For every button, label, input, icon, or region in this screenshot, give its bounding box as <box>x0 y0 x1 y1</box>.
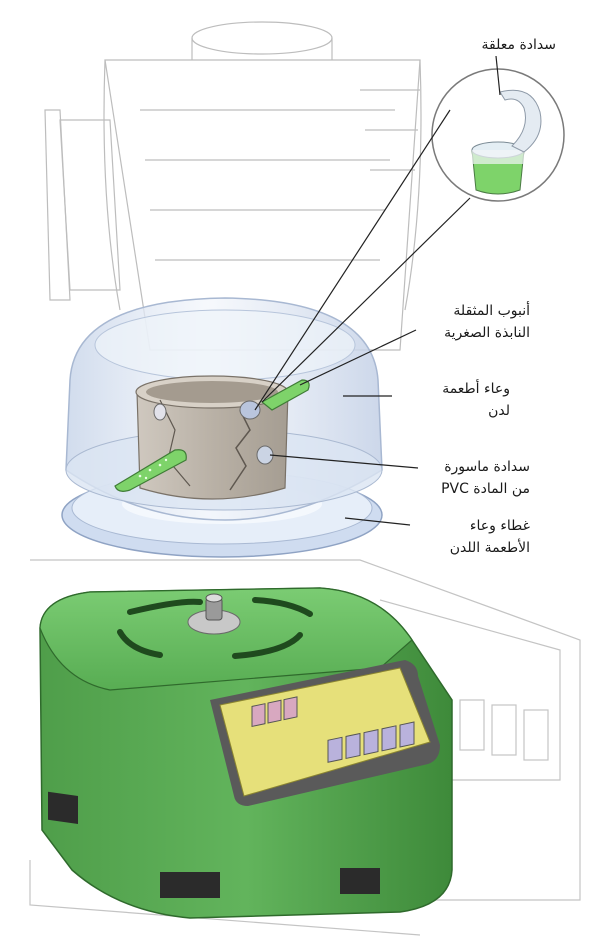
green-blender-base <box>39 587 453 919</box>
label-container-lid-line2: الأطعمة اللدن <box>449 540 530 556</box>
label-snap-cap-text: سدادة معلقة <box>481 37 556 53</box>
label-pvc-plug-line2: من المادة PVC <box>441 481 530 497</box>
label-pvc-plug-line1: سدادة ماسورة <box>444 459 530 475</box>
label-pvc-plug: سدادة ماسورة من المادة PVC <box>400 456 530 500</box>
pvc-pipe-plug <box>135 375 289 500</box>
label-microcentrifuge-tube-line1: أنبوب المثقلة <box>453 303 530 319</box>
label-plastic-container-line2: لدن <box>488 403 510 419</box>
control-buttons-right <box>327 721 415 763</box>
label-microcentrifuge-tube: أنبوب المثقلة النابذة الصغرية <box>400 300 530 344</box>
label-container-lid: غطاء وعاء الأطعمة اللدن <box>404 515 530 559</box>
magnified-tube-inset <box>431 68 565 202</box>
label-microcentrifuge-tube-line2: النابذة الصغرية <box>444 325 530 341</box>
control-buttons <box>251 696 298 728</box>
label-container-lid-line1: غطاء وعاء <box>469 518 530 534</box>
label-plastic-container: وعاء أطعمة لدن <box>400 378 510 422</box>
microcentrifuge-tubes <box>114 379 310 492</box>
housing-outline <box>29 559 581 936</box>
leader-lines <box>254 55 501 526</box>
blender-jar-outline <box>44 21 422 351</box>
label-plastic-container-line1: وعاء أطعمة <box>442 381 510 397</box>
label-snap-cap: سدادة معلقة <box>436 34 556 56</box>
